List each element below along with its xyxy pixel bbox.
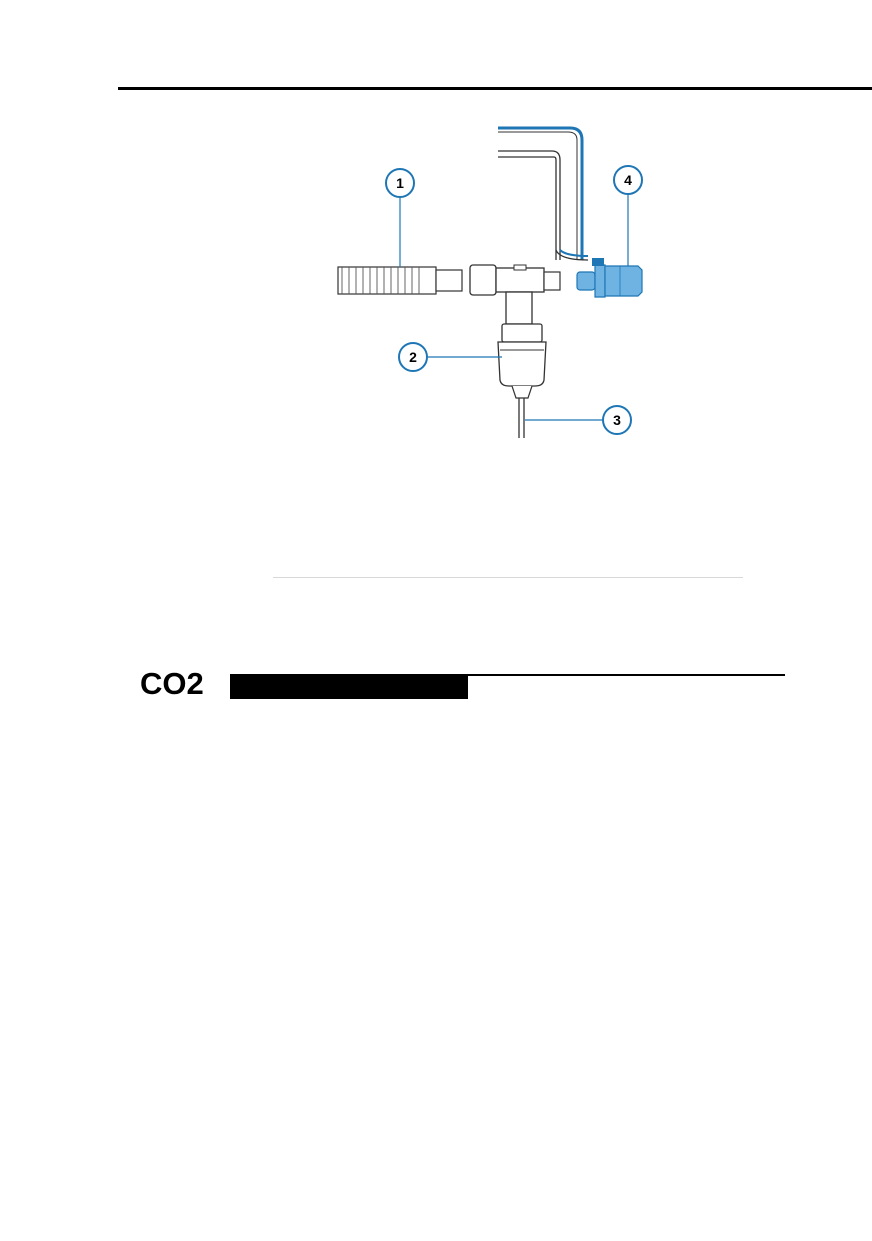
header-rule (118, 87, 872, 90)
callout-2: 2 (398, 342, 428, 372)
callout-3-label: 3 (613, 412, 621, 428)
sample-tube-lines (498, 126, 589, 261)
sample-line (518, 398, 525, 438)
airway-adapter (576, 258, 643, 298)
section-bar (230, 676, 468, 699)
callout-1: 1 (385, 168, 415, 198)
callout-3: 3 (602, 405, 632, 435)
section-header: CO2 (140, 664, 790, 704)
connection-diagram-svg: 1 2 3 4 (337, 126, 643, 438)
connection-diagram: 1 2 3 4 (320, 120, 660, 450)
section-title: CO2 (140, 666, 204, 701)
callout-1-label: 1 (396, 175, 404, 191)
callout-4-label: 4 (624, 172, 632, 188)
section-separator (273, 577, 743, 578)
callout-4: 4 (613, 165, 643, 195)
callout-leaders (399, 194, 629, 421)
t-adapter (469, 264, 561, 325)
section-rule (230, 674, 785, 676)
water-trap (497, 323, 547, 399)
callout-2-label: 2 (409, 349, 417, 365)
corrugated-tube (337, 266, 463, 295)
